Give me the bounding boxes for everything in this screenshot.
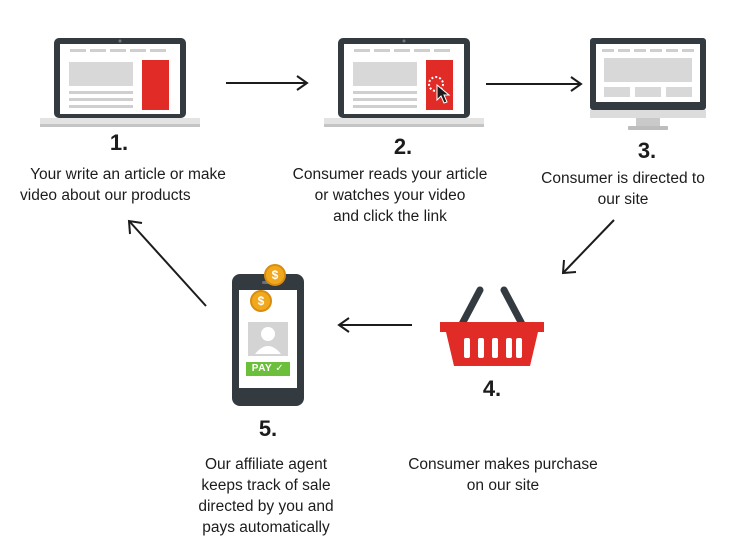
- caption-line: pays automatically: [202, 519, 330, 536]
- caption-line: or watches your video: [314, 187, 466, 204]
- caption-line: directed by you and: [198, 498, 334, 515]
- coin-icon: $: [250, 290, 272, 312]
- smartphone-icon: [232, 274, 304, 406]
- step-caption: Your write an article or make video abou…: [10, 164, 246, 206]
- phone-payment-icon: PAY ✓ $ $: [228, 262, 308, 408]
- step-caption: Consumer reads your article or watches y…: [272, 164, 508, 227]
- step-number: 3.: [637, 138, 657, 163]
- caption-line: keeps track of sale: [201, 477, 331, 494]
- caption-line: on our site: [466, 477, 540, 494]
- step-number: 5.: [258, 416, 278, 441]
- caption-line: Consumer is directed to: [541, 170, 705, 187]
- coin-symbol: $: [257, 294, 265, 308]
- step-number: 1.: [109, 130, 129, 155]
- caption-line: video about our products: [20, 187, 191, 204]
- caption-line: our site: [597, 191, 649, 208]
- caption-line: and click the link: [333, 208, 447, 225]
- caption-line: Consumer makes purchase: [408, 456, 598, 473]
- caption-line: Our affiliate agent: [204, 456, 328, 473]
- laptop-click-icon: [324, 38, 484, 127]
- step-caption: Consumer is directed to our site: [528, 168, 718, 210]
- step-caption: Consumer makes purchase on our site: [392, 454, 614, 496]
- laptop-article-icon: [40, 38, 200, 127]
- coin-icon: $: [264, 264, 286, 286]
- pay-label: PAY ✓: [251, 363, 285, 374]
- caption-line: Your write an article or make: [30, 166, 226, 183]
- step-number: 4.: [482, 376, 502, 401]
- step-number: 2.: [393, 134, 413, 159]
- shopping-basket-icon: [440, 286, 544, 366]
- desktop-monitor-icon: [590, 38, 706, 130]
- coin-symbol: $: [271, 268, 279, 282]
- caption-line: Consumer reads your article: [292, 166, 488, 183]
- step-caption: Our affiliate agent keeps track of sale …: [176, 454, 356, 538]
